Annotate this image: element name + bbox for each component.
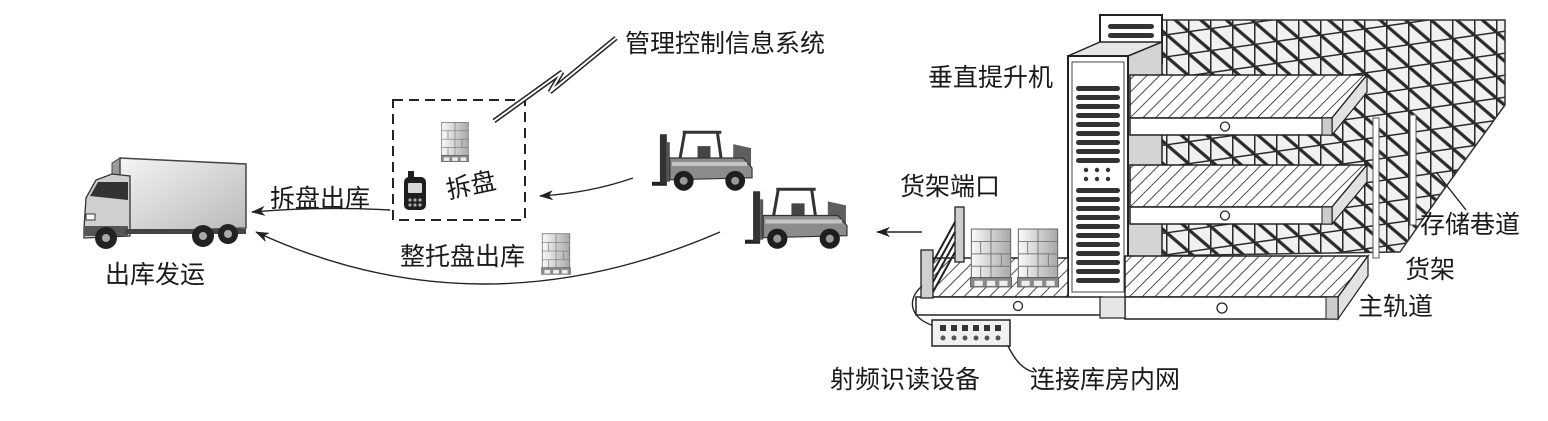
intranet-cable [1007,345,1035,373]
arrow-to-depalletize [539,177,634,201]
pallet-box-icon [970,228,1012,288]
lift-panel-slot [1076,242,1120,247]
pallet-box-icon [541,233,571,275]
arrow-depalletize-outbound [251,205,391,216]
lift-panel-slot [1076,158,1120,163]
lift-indicator-dots [1083,167,1111,182]
lift-panel-slots [1076,86,1120,283]
label-depalletize-outbound: 拆盘出库 [270,184,370,213]
shelf-port-gate [920,206,965,299]
label-shelf: 货架 [1405,255,1455,284]
lift-panel-slot [1076,131,1120,136]
forklift-icon [745,187,849,250]
lift-panel-slot [1076,215,1120,220]
label-full-pallet-outbound: 整托盘出库 [400,242,525,271]
label-depalletize: 拆盘 [444,166,499,205]
lift-panel-slot [1076,197,1120,202]
lightning-icon [492,36,618,124]
label-storage-aisle: 存储巷道 [1420,210,1520,239]
reader-antenna-cable [911,285,935,327]
lift-panel-slot [1076,122,1120,127]
lift-panel-slot [1076,278,1120,283]
lift-panel-slot [1076,188,1120,193]
rfid-handheld-icon [404,171,426,210]
truck-icon [83,157,247,249]
rack-post [1409,114,1417,226]
pallet-box-icon [1017,228,1059,288]
label-shelf-port: 货架端口 [900,172,1000,201]
arrow-full-pallet-outbound [255,231,721,285]
rfid-reader-icon [931,319,1011,347]
lift-panel-slot [1076,206,1120,211]
label-vertical-lift: 垂直提升机 [928,63,1053,92]
lift-panel-slot [1076,224,1120,229]
lift-panel-slot [1076,260,1120,265]
lift-panel-slot [1076,113,1120,118]
label-rfid-reader: 射频识读设备 [830,365,980,394]
label-connect-intranet: 连接库房内网 [1030,365,1180,394]
shelf-tray-middle [1129,163,1369,226]
leader-storage-aisle [1435,171,1467,211]
lift-panel-slot [1076,140,1120,145]
label-main-rail: 主轨道 [1358,292,1433,321]
lift-panel-slot [1076,251,1120,256]
pallet-box-icon [441,122,469,162]
lift-panel-slot [1076,149,1120,154]
main-rail [1124,254,1370,321]
depalletize-zone [392,99,526,221]
lift-panel-slot [1076,269,1120,274]
shelf-tray-top [1129,73,1369,137]
label-management-system: 管理控制信息系统 [625,29,825,58]
rack-post [1372,117,1380,259]
label-outbound-shipping: 出库发运 [105,260,205,289]
lift-panel-slot [1076,86,1120,91]
forklift-icon [652,130,754,192]
lift-panel-slot [1076,104,1120,109]
lift-panel-slot [1076,233,1120,238]
lift-panel-slot [1076,95,1120,100]
